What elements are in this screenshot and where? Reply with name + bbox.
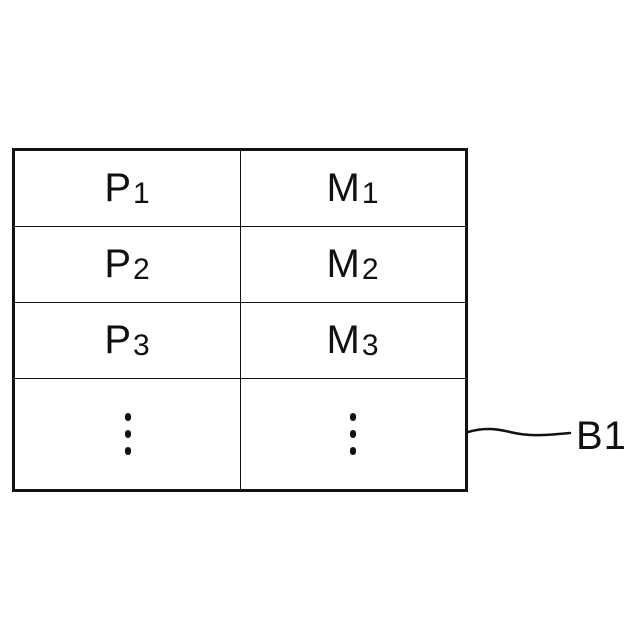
cell-continuation-right bbox=[241, 379, 465, 489]
cell-m3-main: M bbox=[326, 318, 360, 363]
cell-p1: P1 bbox=[15, 151, 241, 227]
cell-continuation-left bbox=[15, 379, 241, 489]
cell-m3-sub: 3 bbox=[362, 329, 380, 363]
vertical-ellipsis-icon bbox=[350, 413, 356, 455]
data-table-b1: P1 M1 P2 M2 P3 M3 bbox=[12, 148, 468, 492]
cell-m1-sub: 1 bbox=[362, 177, 380, 211]
cell-m2-sub: 2 bbox=[362, 253, 380, 287]
cell-p1-sub: 1 bbox=[133, 177, 151, 211]
cell-m3: M3 bbox=[241, 303, 465, 379]
reference-label: B1 bbox=[576, 414, 627, 459]
leader-line bbox=[466, 410, 576, 450]
cell-p3-main: P bbox=[104, 318, 132, 363]
vertical-ellipsis-icon bbox=[125, 413, 131, 455]
cell-p2-sub: 2 bbox=[133, 253, 151, 287]
cell-p2-main: P bbox=[104, 242, 132, 287]
cell-m2-main: M bbox=[326, 242, 360, 287]
cell-m2: M2 bbox=[241, 227, 465, 303]
cell-p1-main: P bbox=[104, 166, 132, 211]
cell-p3-sub: 3 bbox=[133, 329, 151, 363]
cell-p2: P2 bbox=[15, 227, 241, 303]
cell-p3: P3 bbox=[15, 303, 241, 379]
cell-m1-main: M bbox=[326, 166, 360, 211]
cell-m1: M1 bbox=[241, 151, 465, 227]
